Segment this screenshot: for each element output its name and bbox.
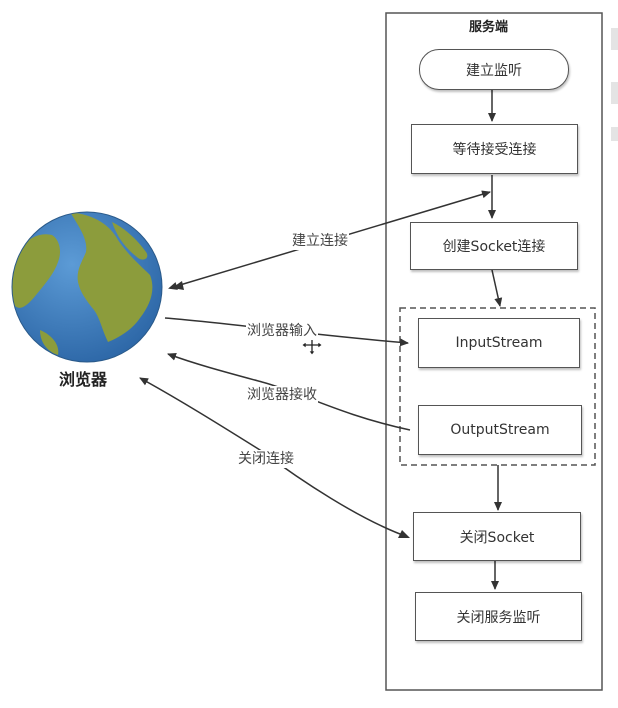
cropped-edge-mark: [611, 82, 618, 104]
browser-receive-label: 浏览器接收: [246, 386, 318, 404]
globe-icon: [11, 211, 163, 363]
browser-input-label: 浏览器输入: [246, 322, 318, 340]
close-arrowhead-right: [398, 530, 410, 538]
close-socket-step: 关闭Socket: [413, 512, 581, 561]
move-cursor-icon: [301, 334, 323, 356]
cropped-edge-mark: [611, 28, 618, 50]
close-connect-label: 关闭连接: [237, 450, 295, 468]
listen-step: 建立监听: [419, 49, 569, 90]
browser-label: 浏览器: [59, 370, 108, 389]
cropped-edge-mark: [611, 127, 618, 141]
server-title: 服务端: [469, 20, 509, 35]
stream-group: [399, 307, 596, 466]
output-stream-box: OutputStream: [418, 405, 582, 455]
wait-connect-step: 等待接受连接: [411, 124, 578, 174]
create-socket-step: 创建Socket连接: [410, 222, 578, 270]
input-stream-box: InputStream: [418, 318, 580, 368]
connect-arrowhead-left: [172, 281, 184, 290]
server-flow-arrows: [488, 90, 503, 590]
server-container: [385, 12, 603, 691]
close-listen-step: 关闭服务监听: [415, 592, 582, 641]
connect-label: 建立连接: [291, 232, 349, 250]
